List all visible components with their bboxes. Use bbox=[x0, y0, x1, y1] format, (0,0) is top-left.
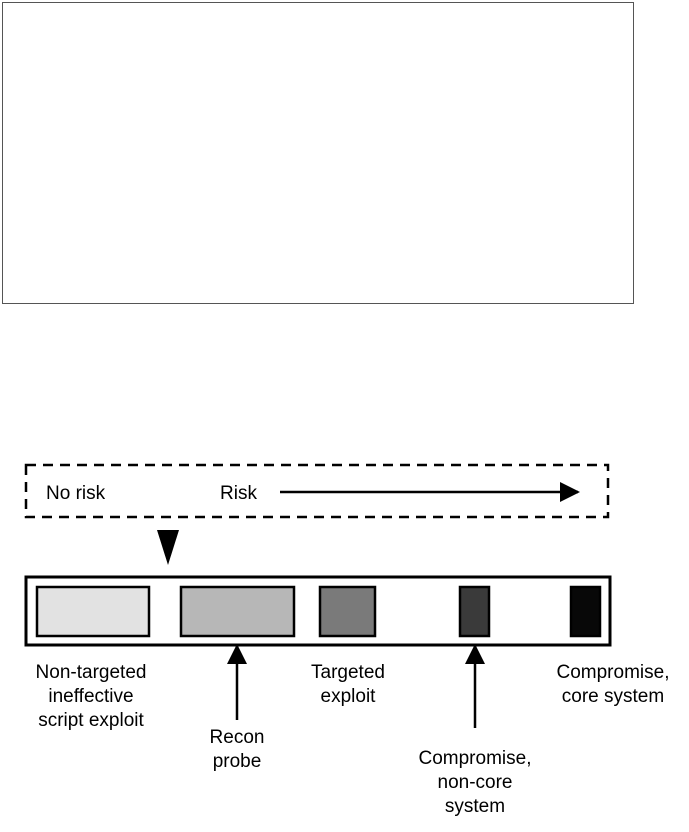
pointer-triangle bbox=[157, 530, 179, 565]
risk-scale-box bbox=[24, 463, 610, 519]
swatch-targeted bbox=[318, 585, 377, 638]
label-compromise-noncore: Compromise, non-core system bbox=[418, 748, 532, 817]
blank-panel bbox=[2, 2, 634, 304]
label-compromise-core: Compromise, core system bbox=[556, 662, 670, 707]
swatch-compromise-noncore bbox=[458, 585, 491, 638]
no-risk-label: No risk bbox=[46, 483, 106, 504]
label-targeted: Targeted exploit bbox=[311, 662, 385, 707]
risk-label: Risk bbox=[220, 483, 257, 504]
swatch-recon bbox=[179, 585, 296, 638]
swatch-compromise-core bbox=[569, 585, 602, 638]
label-non-targeted: Non-targeted ineffective script exploit bbox=[35, 662, 147, 731]
swatch-non-targeted bbox=[35, 585, 151, 638]
label-recon: Recon probe bbox=[209, 727, 265, 772]
